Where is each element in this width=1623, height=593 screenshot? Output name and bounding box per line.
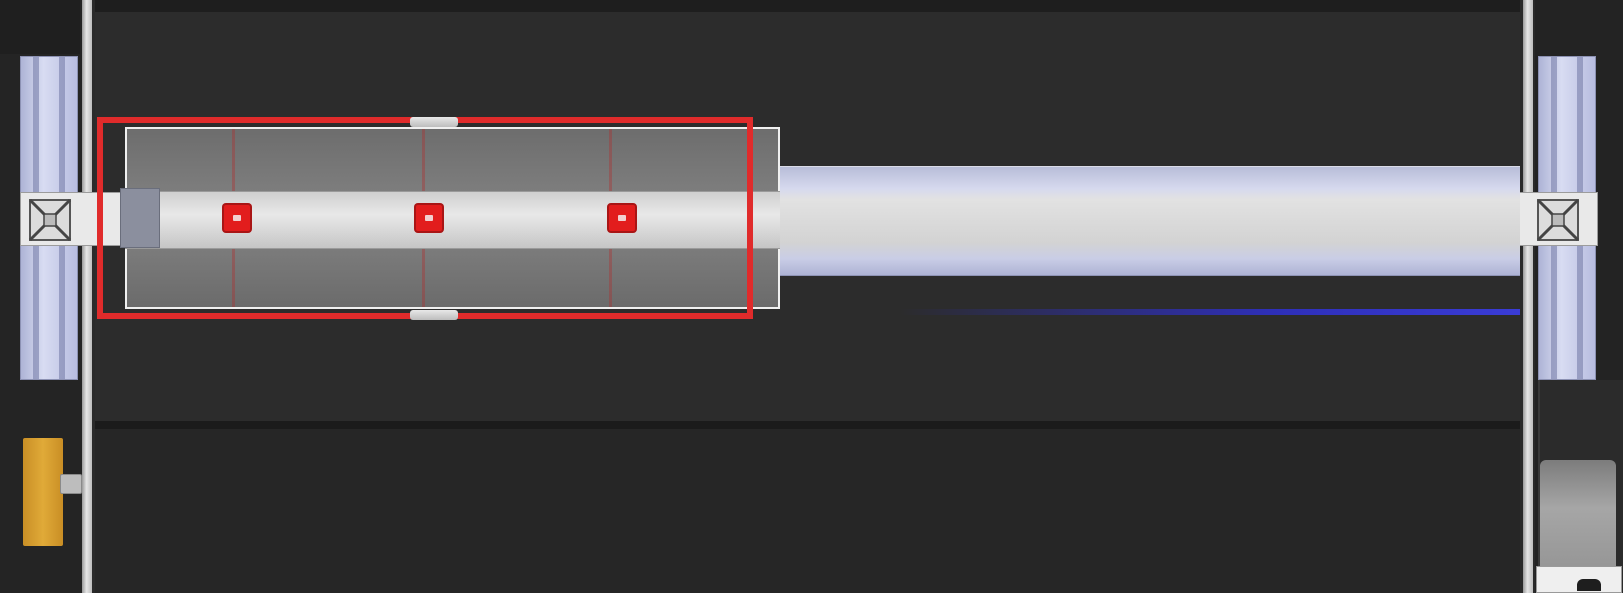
top-clamp[interactable]: [410, 117, 458, 127]
pad-marker: [233, 215, 241, 221]
arm-shadow-line: [900, 309, 1520, 315]
right-trolley-bracket[interactable]: [1516, 192, 1598, 246]
pad-marker: [618, 215, 626, 221]
motor-base: [1536, 566, 1622, 593]
red-pad-2[interactable]: [414, 203, 444, 233]
extended-arm[interactable]: [780, 166, 1520, 276]
left-rail: [82, 0, 92, 593]
red-pad-1[interactable]: [222, 203, 252, 233]
carriage-end-cap: [120, 188, 160, 248]
yellow-controller-box[interactable]: [23, 438, 63, 546]
right-rail: [1523, 0, 1533, 593]
pad-marker: [425, 215, 433, 221]
left-corner-block: [0, 0, 80, 54]
left-cross-brace-icon: [28, 198, 72, 242]
bottom-clamp[interactable]: [410, 310, 458, 320]
left-trolley-bracket[interactable]: [20, 192, 130, 246]
motor-base-hole: [1577, 579, 1601, 591]
red-pad-3[interactable]: [607, 203, 637, 233]
controller-knob[interactable]: [60, 474, 82, 494]
right-cross-brace-icon: [1536, 198, 1580, 242]
lower-frame-surface: [95, 429, 1520, 593]
frame-divider: [95, 421, 1520, 429]
drive-motor: [1540, 460, 1616, 580]
top-frame-band: [95, 0, 1520, 12]
